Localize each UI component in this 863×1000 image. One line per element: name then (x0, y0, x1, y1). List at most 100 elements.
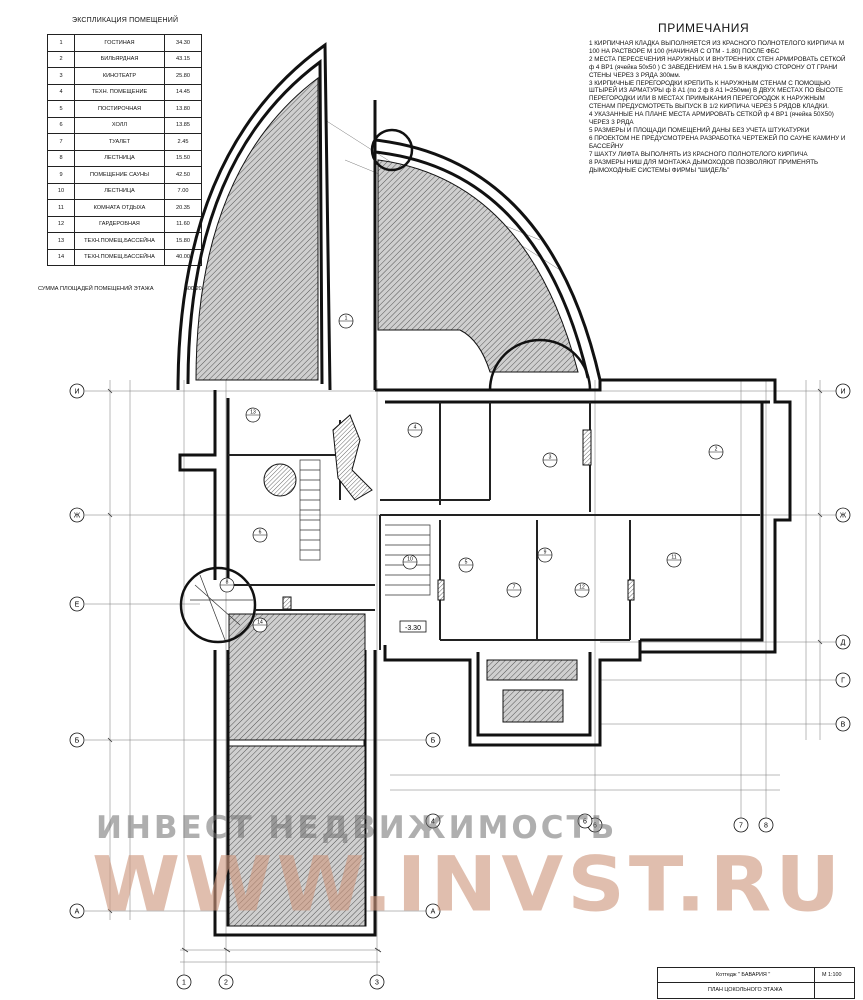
axis-marker-bottom: 7 (733, 817, 749, 833)
room-tag: 4 (407, 422, 423, 438)
room-tag: 1 (338, 313, 354, 329)
note-item: 3 КИРПИЧНЫЕ ПЕРЕГОРОДКИ КРЕПИТЬ К НАРУЖН… (589, 79, 843, 111)
note-item: 4 УКАЗАННЫЕ НА ПЛАНЕ МЕСТА АРМИРОВАТЬ СЕ… (589, 111, 834, 127)
axis-marker-left-label: А (75, 909, 80, 916)
title-block: Коттедж " БАВАРИЯ " ПЛАН ЦОКОЛЬНОГО ЭТАЖ… (657, 967, 855, 999)
dimension-ticks (107, 388, 823, 953)
axis-marker-right: И (835, 383, 851, 399)
axis-marker-right-label: Ж (840, 513, 847, 520)
room-tag-number: 4 (414, 425, 417, 431)
room-tag-number: 10 (407, 557, 413, 563)
axis-marker-number-label: 6 (583, 819, 587, 826)
axis-marker-right: Д (835, 634, 851, 650)
room-tag-number: 9 (544, 550, 547, 556)
axis-marker-left: А (69, 903, 85, 919)
room-tag-number: 3 (549, 455, 552, 461)
stairs (190, 459, 431, 641)
axis-marker-right-label: В (841, 722, 846, 729)
room-tag-number: 14 (257, 620, 263, 626)
axis-marker-left-label: И (74, 389, 79, 396)
room-tag: 9 (537, 547, 553, 563)
axis-marker-mid: А (425, 903, 441, 919)
axis-marker-mid: Б (425, 732, 441, 748)
room-tag-number: 11 (671, 555, 676, 561)
project-name: Коттедж " БАВАРИЯ " (716, 972, 771, 978)
note-item: 5 РАЗМЕРЫ И ПЛОЩАДИ ПОМЕЩЕНИЙ ДАНЫ БЕЗ У… (589, 126, 810, 134)
axis-marker-left: И (69, 383, 85, 399)
room-tag-number: 5 (465, 560, 468, 566)
room-area: 42.50 (164, 166, 202, 184)
axis-marker-left: Ж (69, 507, 85, 523)
sheet-name: ПЛАН ЦОКОЛЬНОГО ЭТАЖА (708, 987, 783, 993)
explication-title: ЭКСПЛИКАЦИЯ ПОМЕЩЕНИЙ (72, 17, 179, 24)
axis-marker-bottom-label: 1 (182, 980, 186, 987)
axis-marker-right-label: Г (841, 678, 845, 685)
room-tag-number: 13 (250, 410, 256, 416)
axis-marker-right: В (835, 716, 851, 732)
room-area: 20.35 (164, 199, 202, 217)
axis-marker-bottom-label: 2 (224, 980, 228, 987)
axis-marker-bottom-label: 6 (593, 823, 597, 830)
watermark-line2: WWW.INVST.RU (92, 840, 845, 929)
room-tag: 3 (542, 452, 558, 468)
notes-title: ПРИМЕЧАНИЯ (658, 21, 750, 35)
sum-value: 300.20 м2 (184, 286, 211, 292)
note-item: 8 РАЗМЕРЫ НИШ ДЛЯ МОНТАЖА ДЫМОХОДОВ ПОЗВ… (589, 158, 819, 174)
level-mark: -3.30 (399, 620, 427, 633)
room-tag: 5 (458, 557, 474, 573)
axis-marker-number: 6 (577, 813, 593, 829)
axis-marker-right-label: Д (841, 640, 846, 647)
room-tag: 13 (245, 407, 261, 423)
round-towers (179, 128, 592, 644)
note-item: 1 КИРПИЧНАЯ КЛАДКА ВЫПОЛНЯЕТСЯ ИЗ КРАСНО… (589, 40, 845, 55)
room-tag-number: 8 (226, 580, 229, 586)
axis-marker-right-label: И (840, 389, 845, 396)
note-item: 2 МЕСТА ПЕРЕСЕЧЕНИЯ НАРУЖНЫХ И ВНУТРЕННИ… (589, 55, 846, 79)
axis-marker-mid-label: Б (431, 738, 436, 745)
room-name: ТЕХН.ПОМЕЩ.БАССЕЙНА (74, 248, 165, 266)
explication-sum: СУММА ПЛОЩАДЕЙ ПОМЕЩЕНИЙ ЭТАЖА 300.20 м2 (38, 286, 210, 292)
room-tag: 12 (574, 582, 590, 598)
axis-marker-bottom-label: 3 (375, 980, 379, 987)
axis-marker-number-label: 4 (431, 819, 435, 826)
room-tag: 11 (666, 552, 682, 568)
room-tag: 2 (708, 444, 724, 460)
room-tag-number: 2 (715, 447, 718, 453)
scale: М 1:100 (822, 972, 842, 978)
axis-marker-bottom: 2 (218, 974, 234, 990)
note-item: 6 ПРОЕКТОМ НЕ ПРЕДУСМОТРЕНА РАЗРАБОТКА Ч… (589, 134, 846, 150)
axis-marker-left: Е (69, 596, 85, 612)
axis-marker-bottom-label: 8 (764, 823, 768, 830)
room-area: 25.80 (164, 67, 202, 85)
sum-label: СУММА ПЛОЩАДЕЙ ПОМЕЩЕНИЙ ЭТАЖА (38, 286, 154, 292)
outer-walls (176, 42, 792, 937)
note-item: 7 ШАХТУ ЛИФТА ВЫПОЛНЯТЬ ИЗ КРАСНОГО ПОЛН… (589, 150, 808, 158)
room-tag: 6 (252, 527, 268, 543)
room-tag: 7 (506, 582, 522, 598)
axis-marker-right: Ж (835, 507, 851, 523)
axis-marker-bottom: 8 (758, 817, 774, 833)
watermark-line1: ИНВЕСТ НЕДВИЖИМОСТЬ (96, 810, 618, 846)
axis-marker-bottom: 3 (369, 974, 385, 990)
room-area: 13.85 (164, 116, 202, 134)
room-tag-number: 7 (513, 585, 516, 591)
room-tag: 8 (219, 577, 235, 593)
axis-marker-left-label: Е (75, 602, 80, 609)
room-tag: 14 (252, 617, 268, 633)
axis-marker-bottom-label: 7 (739, 823, 743, 830)
room-tag-number: 12 (579, 585, 585, 591)
notes-list: 1 КИРПИЧНАЯ КЛАДКА ВЫПОЛНЯЕТСЯ ИЗ КРАСНО… (589, 40, 851, 174)
hatched-areas (195, 76, 579, 927)
axis-marker-bottom: 1 (176, 974, 192, 990)
axis-marker-left-label: Б (75, 738, 80, 745)
